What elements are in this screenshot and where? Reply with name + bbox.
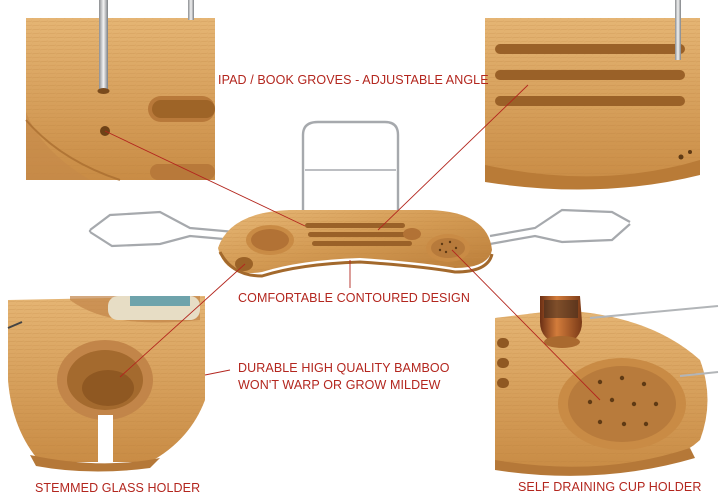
- small-slots: [497, 338, 509, 388]
- panel-top-left-groove-closeup: [25, 0, 215, 181]
- drain-holes: [587, 375, 659, 427]
- panel-bottom-right-cup-holder: [495, 296, 719, 476]
- leader-line-ipad-left: [104, 130, 306, 227]
- label-contoured-design: COMFORTABLE CONTOURED DESIGN: [238, 291, 470, 305]
- label-stemmed-glass-holder: STEMMED GLASS HOLDER: [35, 481, 201, 495]
- leader-line-ipad-right: [377, 84, 529, 231]
- panel-bottom-left-glass-holder: [7, 296, 205, 472]
- label-bamboo-line-2: WON'T WARP OR GROW MILDEW: [238, 378, 441, 392]
- label-self-draining-cup-holder: SELF DRAINING CUP HOLDER: [518, 480, 702, 494]
- label-ipad-book-groves: IPAD / BOOK GROVES - ADJUSTABLE ANGLE: [218, 73, 489, 87]
- leader-line-cup: [451, 249, 601, 401]
- label-bamboo-line-1: DURABLE HIGH QUALITY BAMBOO: [238, 361, 450, 375]
- leader-line-glass: [119, 263, 246, 378]
- leader-lines: [104, 84, 601, 401]
- leader-line-bamboo: [204, 369, 231, 376]
- center-full-caddy: [88, 120, 631, 278]
- panel-top-right-groves-closeup: [485, 0, 700, 190]
